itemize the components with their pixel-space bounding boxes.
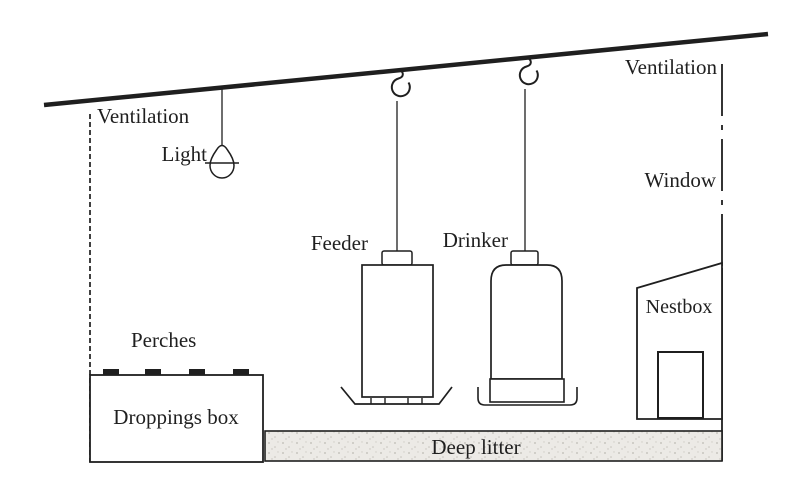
drinker-cap bbox=[510, 250, 539, 266]
perch bbox=[145, 369, 161, 375]
label-window: Window bbox=[645, 168, 717, 192]
feeder-cap bbox=[381, 250, 413, 266]
perch bbox=[103, 369, 119, 375]
label-feeder: Feeder bbox=[311, 231, 368, 255]
label-light: Light bbox=[162, 142, 208, 166]
deep-litter-band bbox=[264, 430, 723, 462]
drinker-base bbox=[489, 378, 565, 403]
nestbox-entrance bbox=[657, 351, 704, 419]
droppings-box bbox=[89, 374, 264, 463]
label-droppings-box: Droppings box bbox=[113, 405, 239, 429]
perch bbox=[189, 369, 205, 375]
drinker-tray bbox=[477, 387, 578, 406]
label-drinker: Drinker bbox=[443, 228, 508, 252]
perch bbox=[233, 369, 249, 375]
label-perches: Perches bbox=[131, 328, 196, 352]
feeder-body bbox=[361, 264, 434, 398]
drinker-body bbox=[490, 264, 563, 380]
feeder-feet bbox=[370, 398, 423, 404]
light-bulb-icon bbox=[209, 144, 235, 179]
drinker-hook-icon bbox=[518, 57, 539, 86]
label-nestbox: Nestbox bbox=[646, 296, 713, 318]
label-ventilation-left: Ventilation bbox=[97, 104, 190, 128]
feeder-hook-icon bbox=[390, 69, 411, 98]
label-deep-litter: Deep litter bbox=[431, 435, 520, 459]
roof-line bbox=[43, 31, 769, 108]
label-ventilation-right: Ventilation bbox=[625, 55, 718, 79]
feeder-tray bbox=[340, 386, 453, 405]
